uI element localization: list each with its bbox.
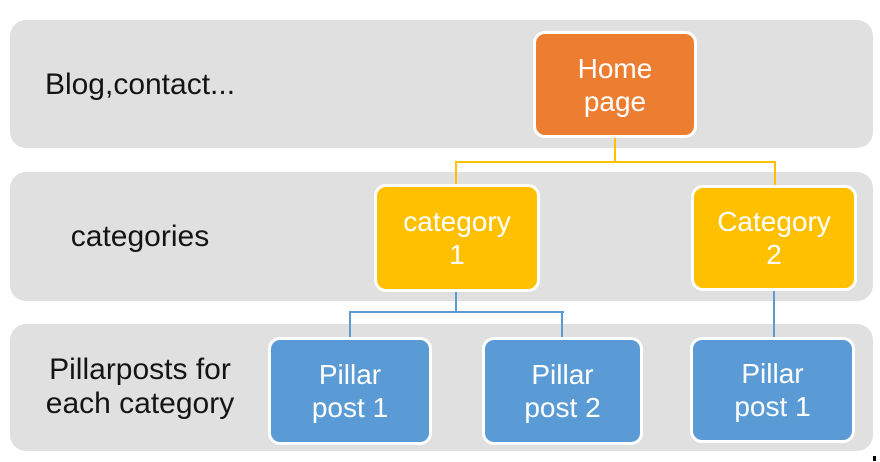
connector-category-1-down-segment	[455, 292, 457, 313]
row-label-line2: each category	[45, 387, 235, 420]
node-home-page: Home page	[533, 31, 697, 138]
connector-category-1-horizontal-segment	[349, 311, 564, 313]
node-label-line2: 1	[449, 239, 465, 270]
node-pillar-post-1-category-2: Pillar post 1	[690, 337, 855, 443]
connector-to-category-2-segment	[774, 161, 776, 186]
node-label-line1: Pillar	[318, 359, 382, 390]
connector-to-pillar-post-2-segment	[561, 311, 563, 338]
connector-category-2-to-pillar-post-1	[773, 291, 775, 338]
node-label-line2: post 1	[311, 392, 389, 423]
row-label-text: Blog,contact...	[44, 68, 236, 101]
row-label-line1: Pillarposts for	[49, 353, 231, 386]
node-label-line1: category	[403, 206, 511, 237]
corner-tick-mark	[873, 456, 876, 461]
row-label-categories: categories	[0, 220, 280, 254]
node-label-line1: Pillar	[531, 359, 594, 390]
node-category-2: Category 2	[691, 185, 857, 291]
connector-home-horizontal-segment	[455, 161, 776, 163]
connector-to-pillar-post-1-segment	[349, 311, 351, 338]
node-label-line1: Category	[717, 206, 831, 237]
node-label-line2: page	[583, 85, 647, 117]
row-label-text: categories	[70, 220, 210, 253]
node-label-line2: post 2	[524, 392, 601, 423]
row-label-pillar-posts: Pillarposts for each category	[0, 353, 280, 421]
row-label-blog-contact: Blog,contact...	[0, 68, 280, 102]
node-label-line1: Pillar	[741, 358, 804, 389]
node-pillar-post-2-category-1: Pillar post 2	[482, 337, 643, 445]
node-label-line1: Home	[577, 52, 653, 84]
connector-home-down-segment	[614, 137, 616, 163]
band-top-level	[10, 20, 873, 148]
connector-to-category-1-segment	[455, 161, 457, 185]
node-label-line2: post 1	[734, 391, 811, 422]
node-pillar-post-1-category-1: Pillar post 1	[268, 337, 432, 445]
node-label-line2: 2	[766, 239, 782, 270]
node-category-1: category 1	[374, 184, 540, 292]
